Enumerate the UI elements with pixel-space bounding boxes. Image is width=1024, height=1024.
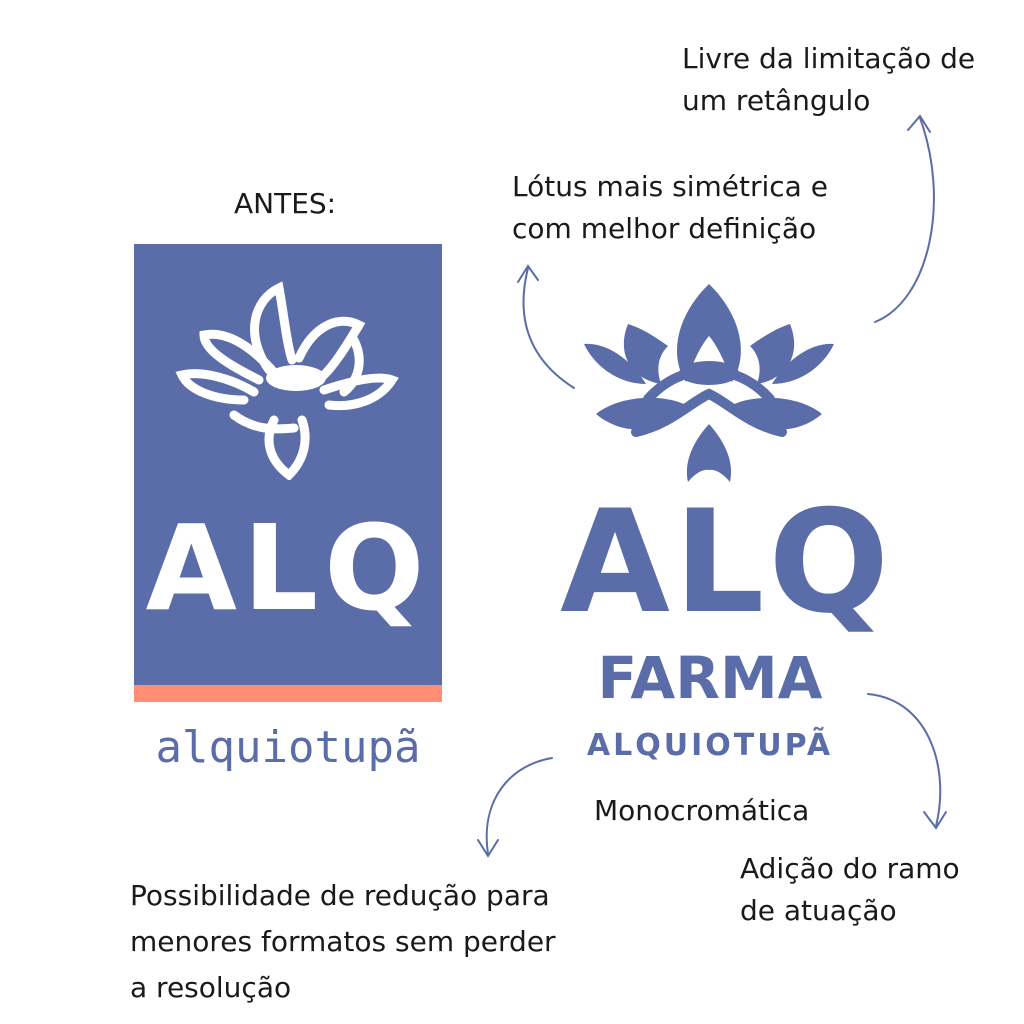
old-logo-mark: ALQ	[145, 499, 431, 637]
lotus-icon	[175, 281, 399, 480]
new-logo-subtitle: ALQUIOTUPÃ	[586, 728, 834, 763]
arrow-to-lotus-note	[522, 267, 575, 389]
new-logo-mark: ALQ	[560, 480, 894, 645]
arrowhead-icon	[477, 839, 499, 858]
note-reduction: Possibilidade de redução para menores fo…	[130, 879, 556, 1004]
arrowhead-icon	[923, 811, 947, 830]
old-logo: ALQ	[134, 244, 442, 702]
arrow-to-reduction-note	[485, 757, 553, 855]
note-lotus-symmetry: Lótus mais simétrica e com melhor defini…	[512, 170, 828, 245]
note-monochrome: Monocromática	[594, 794, 810, 827]
lotus-icon	[584, 284, 834, 482]
note-shape-freedom: Livre da limitação de um retângulo	[682, 42, 976, 117]
arrow-to-branch-note	[867, 693, 942, 827]
before-label: ANTES:	[234, 187, 337, 220]
note-business-branch: Adição do ramo de atuação	[740, 852, 960, 927]
arrow-to-shape-note	[874, 117, 935, 323]
new-logo-sector: FARMA	[597, 644, 823, 712]
old-logo-subtitle: alquiotupã	[155, 722, 421, 773]
arrowhead-icon	[517, 264, 539, 283]
arrowhead-icon	[907, 114, 931, 133]
old-logo-stripe	[134, 685, 442, 702]
